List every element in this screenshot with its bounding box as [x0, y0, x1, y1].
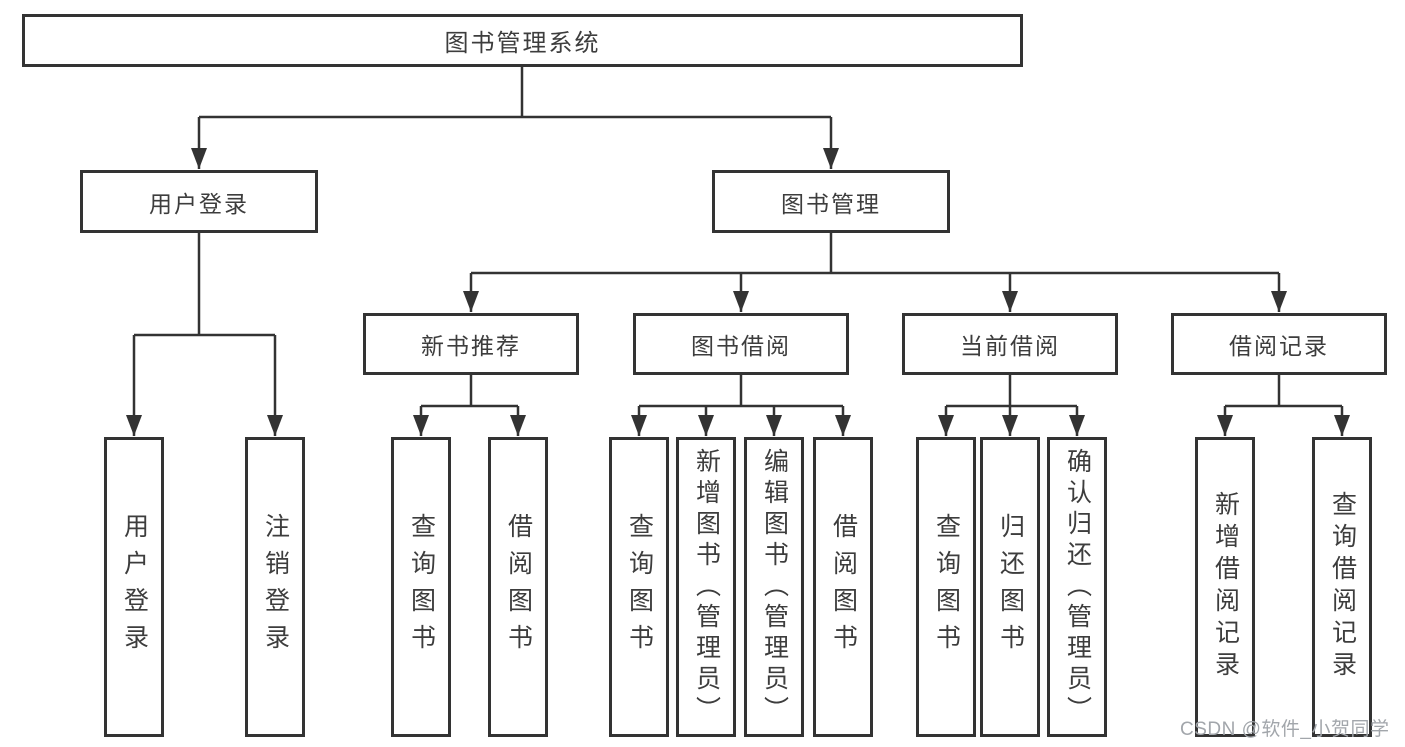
node-label: 用户登录: [149, 190, 249, 217]
node-current-borrow: 当前借阅: [902, 313, 1118, 375]
node-label: 图书管理: [781, 190, 881, 217]
leaf-query-borrow-record: 查询借阅记录: [1312, 437, 1372, 737]
node-root-system: 图书管理系统: [22, 14, 1023, 67]
node-label: 借阅图书: [504, 513, 533, 661]
node-label: 注销登录: [261, 513, 290, 661]
node-label: 确认归还（管理员）: [1063, 447, 1092, 727]
leaf-edit-books-admin: 编辑图书（管理员）: [744, 437, 804, 737]
node-book-borrow: 图书借阅: [633, 313, 849, 375]
csdn-watermark: CSDN @软件_小贺同学: [1180, 719, 1390, 740]
node-new-book-recommend: 新书推荐: [363, 313, 579, 375]
node-label: 查询借阅记录: [1328, 491, 1357, 683]
leaf-user-login: 用户登录: [104, 437, 164, 737]
leaf-query-books-current: 查询图书: [916, 437, 976, 737]
node-label: 查询图书: [407, 513, 436, 661]
node-label: 编辑图书（管理员）: [760, 447, 789, 727]
node-label: 图书管理系统: [444, 30, 601, 57]
node-label: 图书借阅: [691, 333, 791, 359]
node-book-management: 图书管理: [712, 170, 950, 233]
leaf-add-books-admin: 新增图书（管理员）: [676, 437, 736, 737]
leaf-borrow-books-recommend: 借阅图书: [488, 437, 548, 737]
connector-skeleton: [134, 67, 1342, 408]
node-label: 借阅记录: [1229, 333, 1329, 359]
leaf-logout: 注销登录: [245, 437, 305, 737]
leaf-add-borrow-record: 新增借阅记录: [1195, 437, 1255, 737]
leaf-query-books-recommend: 查询图书: [391, 437, 451, 737]
leaf-confirm-return-admin: 确认归还（管理员）: [1047, 437, 1107, 737]
node-label: 新书推荐: [421, 333, 521, 359]
node-label: 新增借阅记录: [1211, 491, 1240, 683]
node-label: 新增图书（管理员）: [692, 447, 721, 727]
node-label: 当前借阅: [960, 333, 1060, 359]
node-label: 归还图书: [996, 513, 1025, 661]
leaf-return-books: 归还图书: [980, 437, 1040, 737]
node-label: 借阅图书: [829, 513, 858, 661]
node-label: 查询图书: [932, 513, 961, 661]
leaf-query-books-borrow: 查询图书: [609, 437, 669, 737]
node-borrow-records: 借阅记录: [1171, 313, 1387, 375]
node-label: 用户登录: [120, 513, 149, 661]
node-label: 查询图书: [625, 513, 654, 661]
leaf-borrow-books: 借阅图书: [813, 437, 873, 737]
node-user-login: 用户登录: [80, 170, 318, 233]
